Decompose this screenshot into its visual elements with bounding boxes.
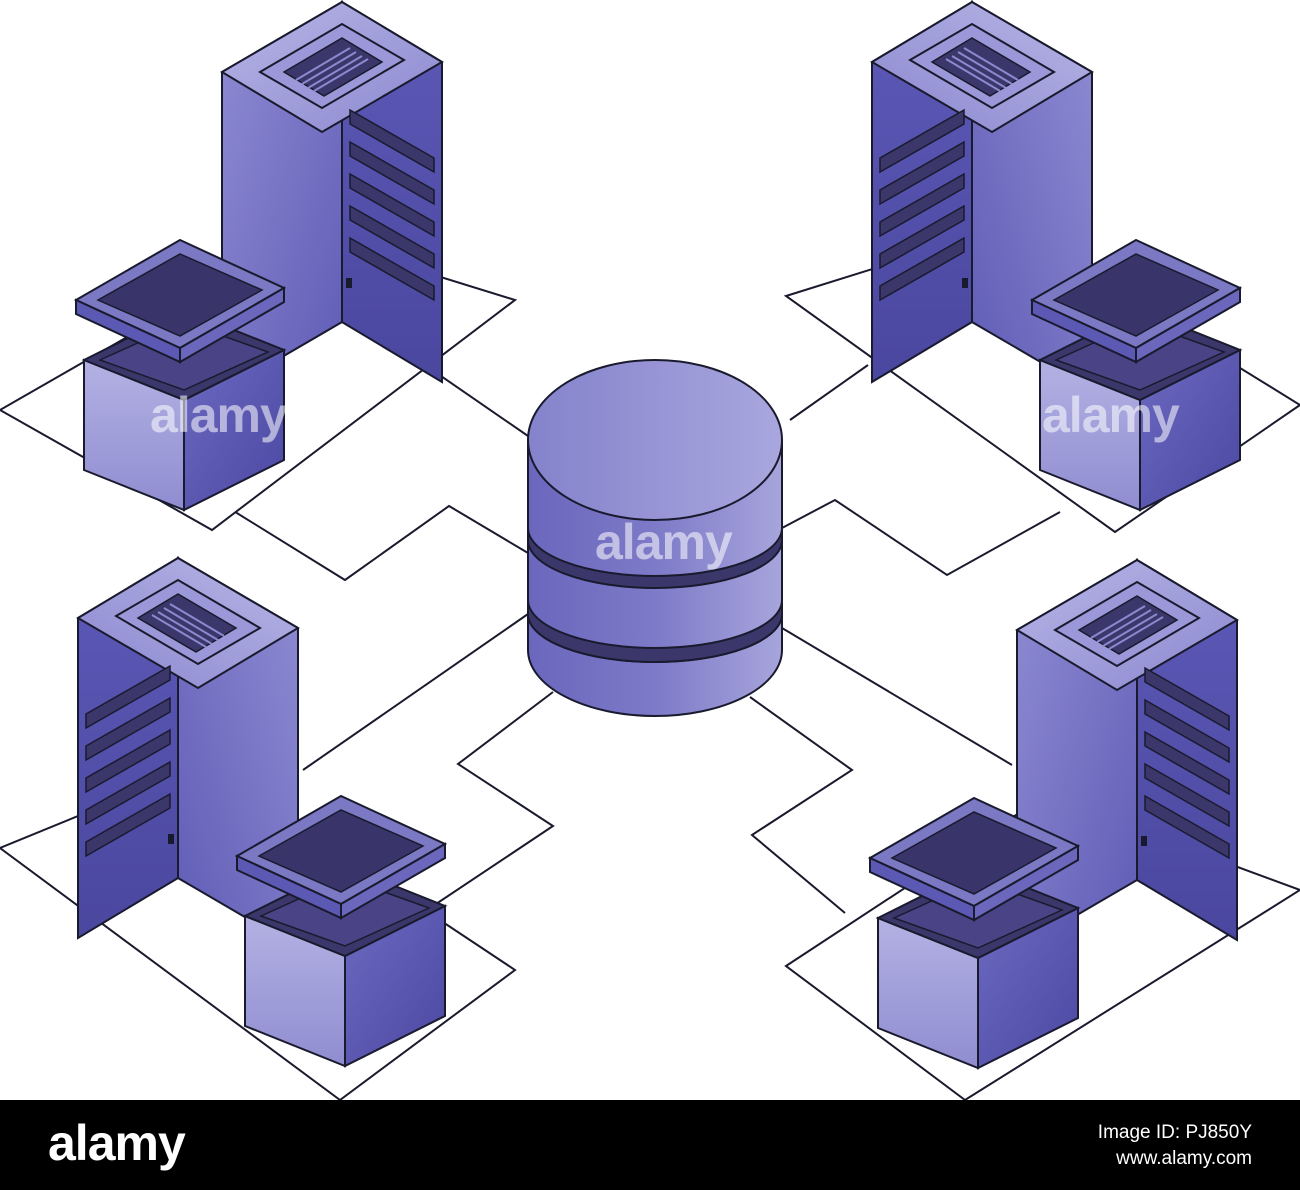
site-url[interactable]: www.alamy.com xyxy=(1116,1148,1252,1169)
server-cluster-top-left xyxy=(75,1,443,511)
database-cylinder-icon xyxy=(527,359,783,717)
cooling-unit-icon xyxy=(75,239,285,511)
brand-logo[interactable]: alamy xyxy=(48,1115,186,1171)
server-cluster-bottom-right xyxy=(869,559,1238,1069)
data-center-network-illustration xyxy=(0,1,1300,1100)
image-id: Image ID: PJ850Y xyxy=(1097,1122,1252,1143)
server-cluster-top-right xyxy=(871,1,1241,511)
network-connection-lines xyxy=(231,364,1061,914)
footer-bar: alamy Image ID: PJ850Y www.alamy.com xyxy=(0,1100,1300,1190)
image-id-block: Image ID: PJ850Y www.alamy.com xyxy=(1098,1120,1252,1172)
server-cluster-bottom-left xyxy=(77,557,446,1067)
cooling-unit-icon xyxy=(869,797,1079,1069)
